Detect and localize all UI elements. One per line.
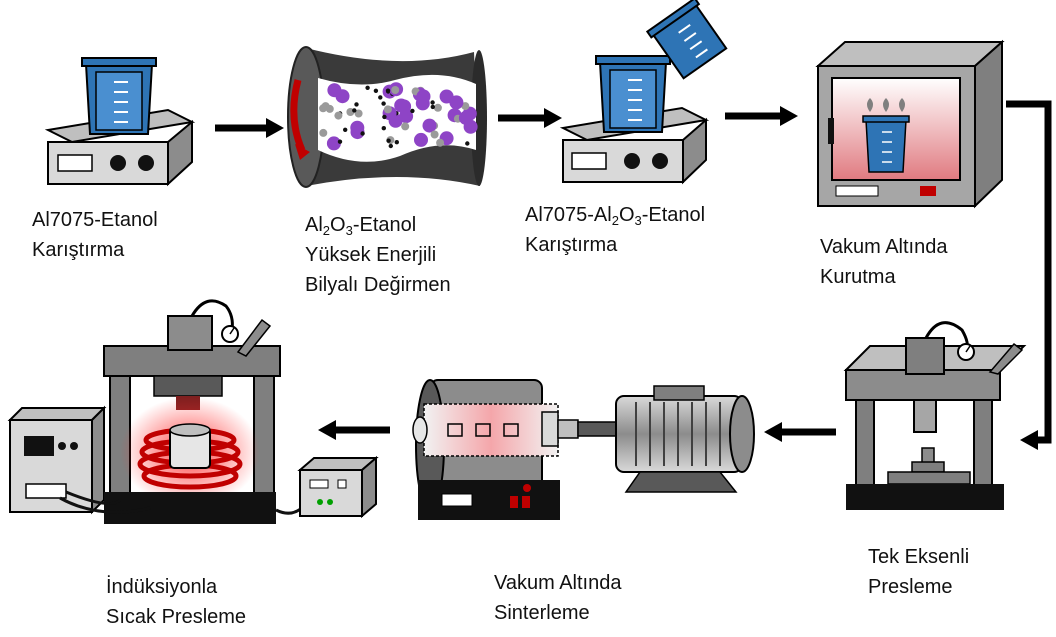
milling-ball xyxy=(391,86,400,94)
vacuum-oven-icon xyxy=(815,39,1005,209)
milling-ball xyxy=(430,130,439,139)
induction-hot-press-icon xyxy=(7,299,379,524)
motor-icon xyxy=(615,385,755,493)
beaker-pour-icon xyxy=(645,0,728,80)
milling-ball xyxy=(319,104,328,113)
arrow-2 xyxy=(498,108,562,128)
milling-ball xyxy=(337,139,343,144)
milling-ball xyxy=(381,126,386,131)
ball-mill-icon xyxy=(287,46,487,188)
milling-ball xyxy=(394,98,409,113)
milling-ball xyxy=(430,104,435,110)
milling-ball xyxy=(352,108,357,113)
milling-ball xyxy=(326,136,341,151)
milling-ball xyxy=(319,128,328,137)
milling-ball xyxy=(343,127,348,132)
tube-furnace-icon xyxy=(412,379,755,520)
milling-ball xyxy=(416,89,431,104)
milling-ball xyxy=(401,122,410,131)
arrow-5 xyxy=(764,422,836,442)
magnetic-stirrer-icon xyxy=(44,57,196,187)
milling-ball xyxy=(378,95,383,100)
magnetic-stirrer-pour-icon xyxy=(559,0,728,185)
step-label-4: Vakum Altında Kurutma xyxy=(820,236,948,288)
uniaxial-press-icon xyxy=(843,321,1027,510)
step-label-5: Tek Eksenli Presleme xyxy=(868,546,970,598)
step-label-2: Al2O3-Etanol Yüksek Enerjili Bilyalı Değ… xyxy=(305,214,451,296)
milling-ball xyxy=(461,102,470,111)
milling-ball xyxy=(414,132,428,147)
milling-ball xyxy=(439,89,454,104)
milling-ball xyxy=(433,103,442,112)
milling-ball xyxy=(373,88,379,94)
milling-ball xyxy=(354,109,363,118)
milling-ball xyxy=(360,131,365,136)
milling-ball xyxy=(465,141,470,146)
arrow-1 xyxy=(215,118,284,138)
milling-ball xyxy=(430,100,435,105)
arrow-6 xyxy=(318,420,390,440)
milling-ball xyxy=(410,108,415,114)
milling-ball xyxy=(394,140,399,145)
milling-ball xyxy=(386,138,391,143)
milling-ball xyxy=(458,110,473,125)
milling-ball xyxy=(381,101,386,106)
milling-ball xyxy=(436,138,445,147)
arrow-3 xyxy=(725,106,798,126)
milling-ball xyxy=(422,118,437,133)
milling-ball xyxy=(325,104,334,113)
milling-ball xyxy=(365,85,370,91)
milling-ball xyxy=(350,125,365,140)
milling-ball xyxy=(354,102,359,107)
arrow-4-connector xyxy=(1006,100,1052,450)
milling-ball xyxy=(385,88,391,93)
milling-ball xyxy=(334,111,343,120)
step-label-6: Vakum Altında Sinterleme xyxy=(494,572,622,624)
milling-ball xyxy=(327,83,342,98)
milling-ball xyxy=(388,143,393,149)
step-label-7: İndüksiyonla Sıcak Presleme xyxy=(106,576,247,628)
milling-ball xyxy=(382,114,387,120)
step-label-3: Al7075-Al2O3-Etanol Karıştırma xyxy=(525,204,706,256)
milling-ball xyxy=(383,105,392,114)
step-label-1: Al7075-Etanol Karıştırma xyxy=(32,209,158,261)
